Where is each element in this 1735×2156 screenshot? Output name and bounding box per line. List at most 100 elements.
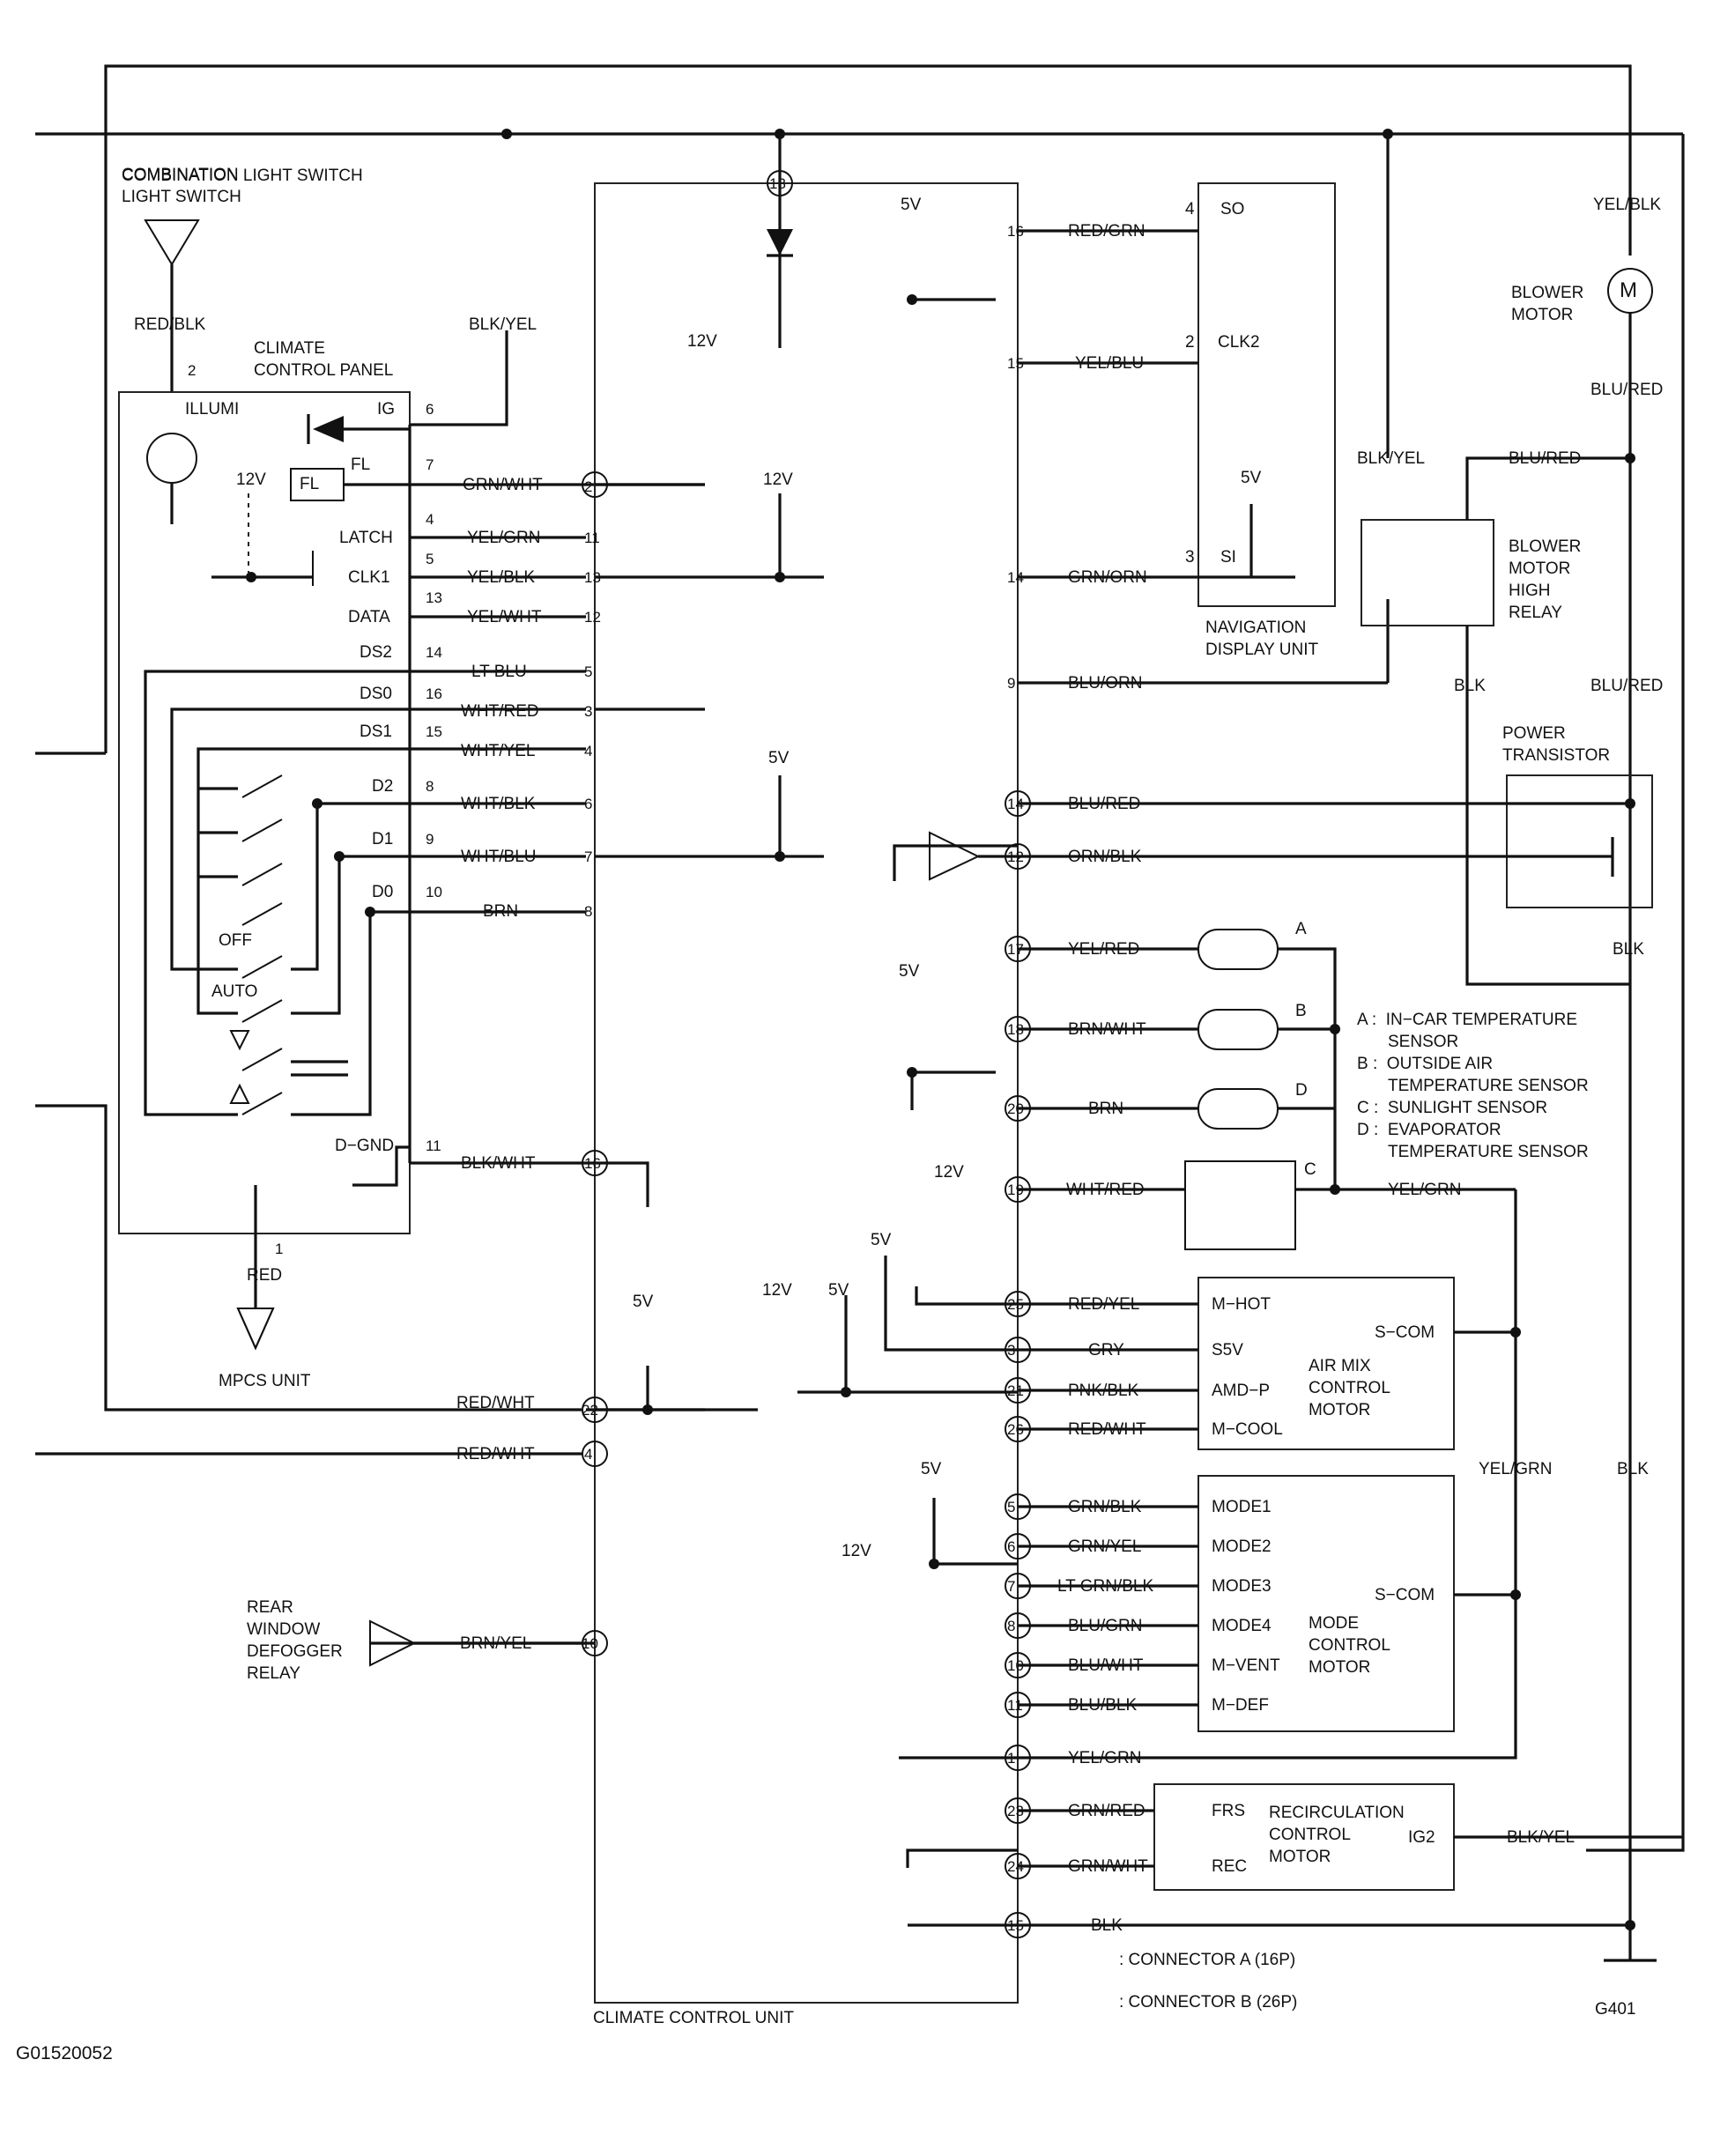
wire-lt-grn-blk: LT GRN/BLK [1057, 1577, 1154, 1596]
wire-blk-relay: BLK [1454, 677, 1486, 695]
nav-terminal-so: SO [1220, 200, 1245, 219]
unit-connector-pin: 14 [1007, 569, 1024, 586]
wire-red-grn: RED/GRN [1068, 222, 1146, 241]
unit-connector-pin: 9 [1007, 675, 1016, 692]
unit-connector-pin: 7 [584, 848, 593, 865]
wire-wht-red: WHT/RED [461, 702, 539, 721]
nav-terminal-si: SI [1220, 548, 1236, 567]
panel-pin-2: 2 [188, 362, 196, 379]
unit-connector-pin: 5 [584, 663, 593, 680]
wire-red-wht-a: RED/WHT [456, 1394, 535, 1412]
sensor-letter-d: D [1295, 1081, 1308, 1100]
unit-connector-pin: 12 [1007, 848, 1024, 865]
wire-blu-grn: BLU/GRN [1068, 1617, 1143, 1635]
wire-wht-blk: WHT/BLK [461, 795, 536, 813]
unit-connector-pin: 25 [1007, 1296, 1024, 1313]
sensor-letter-a: A [1295, 920, 1307, 938]
wire-yel-blk: YEL/BLK [467, 568, 536, 587]
wire-blu-red-relay: BLU/RED [1509, 449, 1582, 468]
voltage-5v-f: 5V [633, 1293, 654, 1311]
panel-terminal-ig: IG [377, 400, 396, 419]
wire-blk-right: BLK [1617, 1460, 1649, 1478]
panel-pin-4: 4 [426, 511, 434, 528]
wire-blk-bottom: BLK [1091, 1916, 1123, 1935]
wire-yel-grn-sensor: YEL/GRN [1388, 1181, 1462, 1199]
unit-connector-pin: 3 [1007, 1342, 1016, 1359]
voltage-12v-c: 12V [934, 1163, 964, 1182]
wire-brn-wht: BRN/WHT [1068, 1020, 1146, 1039]
unit-connector-pin: 10 [1007, 1657, 1024, 1674]
wire-blk-yel-top: BLK/YEL [469, 315, 538, 334]
sensor-letter-c: C [1304, 1160, 1316, 1179]
panel-fl-box: FL [300, 475, 320, 493]
legend-a2: SENSOR [1388, 1033, 1459, 1051]
voltage-12v-a: 12V [687, 332, 717, 351]
voltage-12v-b: 12V [763, 470, 793, 489]
panel-terminal-illumi: ILLUMI [185, 400, 240, 419]
unit-connector-pin: 16 [584, 1155, 601, 1172]
mpcs-symbol [236, 1308, 275, 1351]
panel-pin-1: 1 [275, 1241, 284, 1257]
panel-terminal-data: DATA [348, 608, 390, 626]
defogger-relay-symbol [369, 1619, 417, 1667]
air-mix-control-motor-label: AIR MIX CONTROL MOTOR [1309, 1357, 1390, 1419]
unit-connector-pin: 16 [1007, 223, 1024, 240]
wire-blu-red-blower: BLU/RED [1590, 381, 1664, 399]
wire-grn-wht: GRN/WHT [463, 476, 543, 494]
panel-terminal-d2: D2 [372, 777, 394, 796]
wire-pnk-blk: PNK/BLK [1068, 1382, 1139, 1400]
voltage-5v-g: 5V [921, 1460, 942, 1478]
climate-control-panel [118, 330, 508, 1351]
wire-blk-yel-ig2: BLK/YEL [1507, 1828, 1576, 1847]
wire-orn-blk: ORN/BLK [1068, 848, 1142, 866]
panel-pin-14: 14 [426, 644, 442, 661]
unit-connector-pin: 4 [584, 1446, 593, 1463]
panel-pin-11: 11 [426, 1137, 441, 1154]
panel-pin-5: 5 [426, 551, 434, 567]
junction-dots [246, 129, 1635, 1930]
unit-connectors [582, 170, 1031, 1938]
terminal-m-cool: M−COOL [1212, 1420, 1283, 1439]
wire-red-wht-b: RED/WHT [456, 1445, 535, 1463]
panel-switch-auto: AUTO [211, 982, 258, 1001]
panel-terminal-ds2: DS2 [360, 643, 392, 662]
voltage-5v-a: 5V [901, 196, 922, 214]
wire-wht-yel: WHT/YEL [461, 742, 536, 760]
terminal-frs: FRS [1212, 1802, 1245, 1820]
voltage-5v-d: 5V [871, 1231, 892, 1249]
legend-d2: TEMPERATURE SENSOR [1388, 1143, 1589, 1161]
panel-terminal-latch: LATCH [339, 529, 393, 547]
unit-connector-pin: 15 [1007, 1917, 1024, 1934]
voltage-5v-nav: 5V [1241, 469, 1262, 487]
panel-pin-13: 13 [426, 589, 442, 606]
wire-blu-wht: BLU/WHT [1068, 1656, 1144, 1675]
motors [1018, 1277, 1683, 1891]
terminal-m-hot: M−HOT [1212, 1295, 1272, 1314]
wire-yel-blk-blower: YEL/BLK [1593, 196, 1662, 214]
climate-control-unit [594, 134, 1019, 2004]
legend-b2: TEMPERATURE SENSOR [1388, 1077, 1589, 1095]
wire-red: RED [247, 1266, 283, 1285]
blower-circuit [1018, 134, 1657, 1962]
unit-connector-pin: 19 [1007, 1182, 1024, 1198]
legend-c: C : SUNLIGHT SENSOR [1357, 1099, 1548, 1117]
panel-terminal-fl: FL [351, 456, 371, 474]
panel-terminal-clk1: CLK1 [348, 568, 390, 587]
panel-switch-off: OFF [219, 931, 252, 950]
unit-connector-pin: 20 [1007, 1100, 1024, 1117]
voltage-12v-e: 12V [842, 1542, 871, 1560]
mpcs-unit-label: MPCS UNIT [219, 1372, 311, 1390]
wire-blk-wht: BLK/WHT [461, 1154, 536, 1173]
wire-brn-yel: BRN/YEL [460, 1634, 532, 1653]
unit-connector-pin: 5 [1007, 1499, 1016, 1515]
panel-pin-10: 10 [426, 884, 442, 900]
unit-connector-pin: 13 [769, 175, 786, 192]
unit-connector-pin: 14 [1007, 796, 1024, 812]
terminal-mode1: MODE1 [1212, 1498, 1272, 1516]
unit-connector-pin: 10 [582, 1635, 598, 1652]
navigation-display-unit-label: NAVIGATION DISPLAY UNIT [1205, 619, 1319, 659]
panel-terminal-d1: D1 [372, 830, 394, 848]
panel-terminal-d-gnd: D−GND [335, 1137, 395, 1155]
unit-connector-pin: 22 [582, 1402, 598, 1419]
wire-grn-yel: GRN/YEL [1068, 1537, 1142, 1556]
